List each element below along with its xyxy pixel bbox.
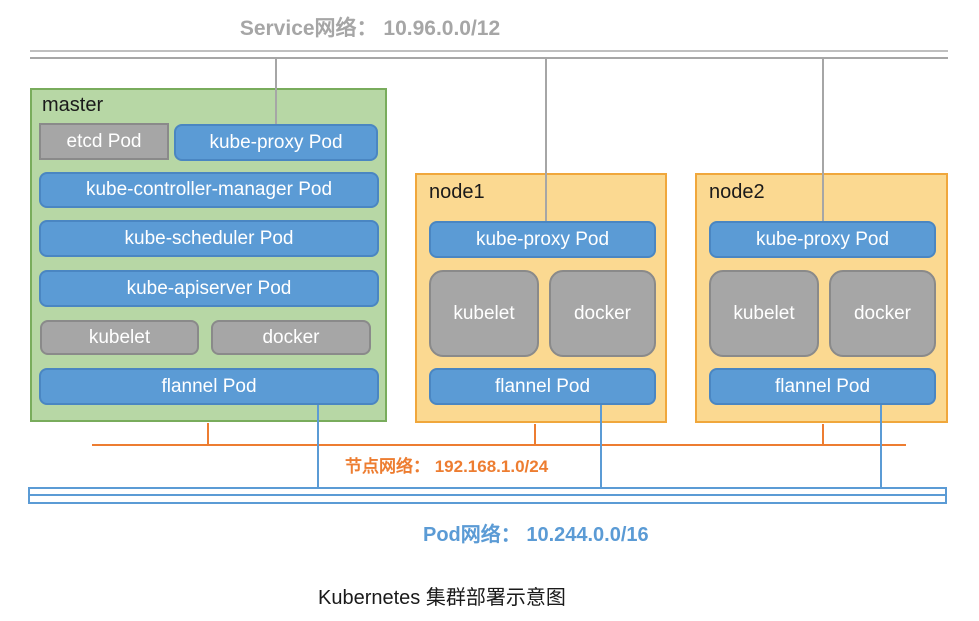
kube-apiserver-pod-box: kube-apiserver Pod	[39, 270, 379, 307]
pod-network-bus	[28, 487, 947, 504]
node1-kube-proxy-pod-box: kube-proxy Pod	[429, 221, 656, 258]
kube-scheduler-pod-box: kube-scheduler Pod	[39, 220, 379, 257]
node-network-link-master	[207, 423, 209, 444]
node-network-link-node1	[534, 424, 536, 444]
master-label: master	[42, 94, 104, 116]
kube-controller-manager-pod-box: kube-controller-manager Pod	[39, 172, 379, 208]
node1-flannel-pod-box: flannel Pod	[429, 368, 656, 405]
node1-docker-box: docker	[549, 270, 656, 357]
node1-label: node1	[429, 181, 485, 203]
node2-label: node2	[709, 181, 765, 203]
master-kubelet-box: kubelet	[40, 320, 199, 355]
master-docker-box: docker	[211, 320, 371, 355]
node-network-link-node2	[822, 424, 824, 444]
node2-kubelet-box: kubelet	[709, 270, 819, 357]
pod-network-label: Pod网络： 10.244.0.0/16	[423, 524, 649, 546]
service-link-node1	[545, 59, 547, 221]
node2-flannel-pod-box: flannel Pod	[709, 368, 936, 405]
pod-network-link-node1	[600, 405, 602, 488]
node2-box: node2 kube-proxy Pod kubelet docker flan…	[695, 173, 948, 423]
node1-box: node1 kube-proxy Pod kubelet docker flan…	[415, 173, 667, 423]
pod-network-link-master	[317, 405, 319, 488]
diagram-caption: Kubernetes 集群部署示意图	[318, 587, 566, 609]
service-network-title: Service网络： 10.96.0.0/12	[239, 17, 501, 40]
node-network-line	[92, 444, 906, 446]
node-network-label: 节点网络： 192.168.1.0/24	[345, 457, 549, 476]
etcd-pod-box: etcd Pod	[39, 123, 169, 160]
node2-kube-proxy-pod-box: kube-proxy Pod	[709, 221, 936, 258]
master-kube-proxy-pod-box: kube-proxy Pod	[174, 124, 378, 161]
service-bus-line-top	[30, 50, 948, 52]
pod-network-link-node2	[880, 405, 882, 488]
service-link-master	[275, 59, 277, 124]
node2-docker-box: docker	[829, 270, 936, 357]
master-node-box: master etcd Pod kube-proxy Pod kube-cont…	[30, 88, 387, 422]
node1-kubelet-box: kubelet	[429, 270, 539, 357]
service-bus-line-bottom	[30, 57, 948, 59]
pod-network-bus-midline	[30, 494, 945, 496]
master-flannel-pod-box: flannel Pod	[39, 368, 379, 405]
service-link-node2	[822, 59, 824, 221]
